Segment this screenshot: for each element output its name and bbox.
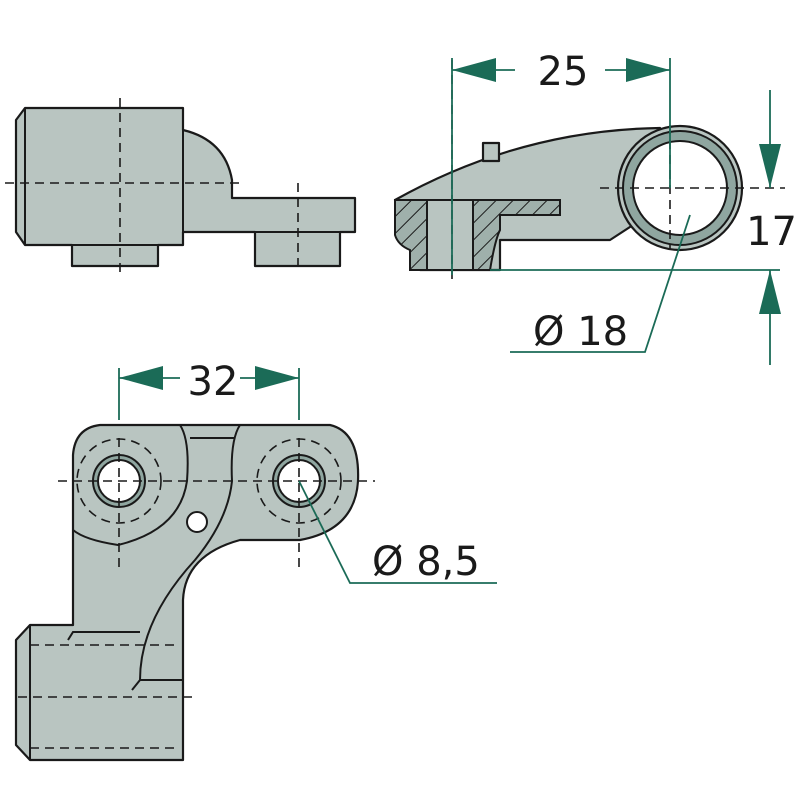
dimension-17: 17 <box>490 90 797 365</box>
section-view <box>393 60 785 280</box>
dimension-32: 32 <box>118 359 300 420</box>
dimension-17-label: 17 <box>746 209 797 255</box>
bore-diameter-label: Ø 18 <box>533 309 628 355</box>
dimension-25-label: 25 <box>538 49 589 95</box>
top-view <box>14 423 375 762</box>
dimension-25: 25 <box>451 49 671 275</box>
dimension-bore-diameter: Ø 18 <box>510 214 691 355</box>
dimension-hole-diameter: Ø 8,5 <box>298 480 497 585</box>
dimension-32-label: 32 <box>188 359 239 405</box>
side-view <box>5 98 357 272</box>
hole-diameter-label: Ø 8,5 <box>372 539 480 585</box>
